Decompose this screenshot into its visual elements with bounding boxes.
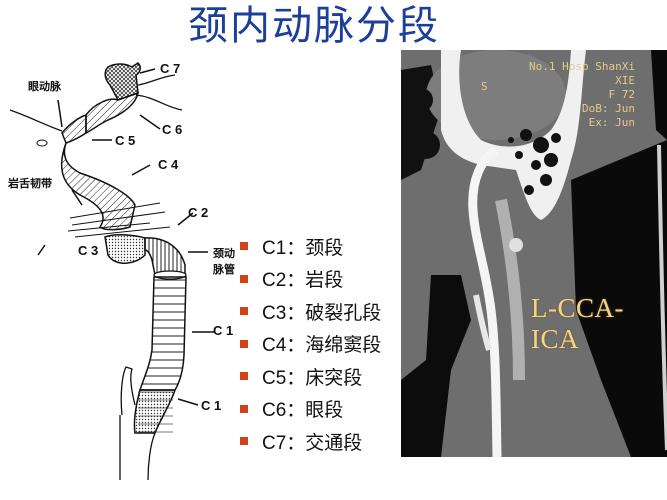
list-item: C6：眼段 bbox=[240, 393, 381, 426]
artery-illustration bbox=[9, 62, 215, 481]
ct-scan-graphic bbox=[401, 50, 667, 457]
segment-list: C1：颈段 C2：岩段 C3：破裂孔段 C4：海绵窦段 C5：床突段 C6：眼段… bbox=[240, 230, 381, 458]
bullet-icon bbox=[240, 274, 248, 283]
list-item: C3：破裂孔段 bbox=[240, 295, 381, 328]
list-item: C2：岩段 bbox=[240, 263, 381, 296]
ct-patient-info: No.1 Hosp ShanXi XIE F 72 DoB: Jun Ex: J… bbox=[529, 60, 635, 129]
ct-orientation-label: S bbox=[481, 80, 488, 93]
label-c7: C 7 bbox=[160, 61, 181, 76]
list-item: C4：海绵窦段 bbox=[240, 328, 381, 361]
ct-annotation-label: L-CCA-ICA bbox=[531, 293, 624, 354]
list-item: C1：颈段 bbox=[240, 230, 381, 263]
bullet-icon bbox=[240, 437, 248, 446]
label-c1-upper: C 1 bbox=[213, 323, 234, 338]
label-c5: C 5 bbox=[115, 133, 136, 148]
label-c6: C 6 bbox=[162, 122, 183, 137]
bullet-icon bbox=[240, 242, 248, 251]
ica-segment-diagram: 眼动脉 岩舌韧带 颈动脉管 C 7 C 6 C 5 C 4 C 2 C 3 C … bbox=[0, 55, 240, 485]
label-c3: C 3 bbox=[78, 243, 99, 258]
ophthalmic-artery-label: 眼动脉 bbox=[28, 80, 61, 93]
petrolingual-ligament-label: 岩舌韧带 bbox=[8, 177, 52, 190]
label-c4: C 4 bbox=[158, 157, 179, 172]
list-item: C7：交通段 bbox=[240, 425, 381, 458]
list-item: C5：床突段 bbox=[240, 360, 381, 393]
slide-title: 颈内动脉分段 bbox=[188, 3, 440, 49]
label-c1-lower: C 1 bbox=[201, 398, 222, 413]
bullet-icon bbox=[240, 307, 248, 316]
bullet-icon bbox=[240, 372, 248, 381]
label-c2: C 2 bbox=[188, 205, 209, 220]
bullet-icon bbox=[240, 339, 248, 348]
carotid-canal-label: 颈动脉管 bbox=[213, 247, 235, 276]
bullet-icon bbox=[240, 404, 248, 413]
ct-angiography-image: No.1 Hosp ShanXi XIE F 72 DoB: Jun Ex: J… bbox=[401, 50, 667, 457]
